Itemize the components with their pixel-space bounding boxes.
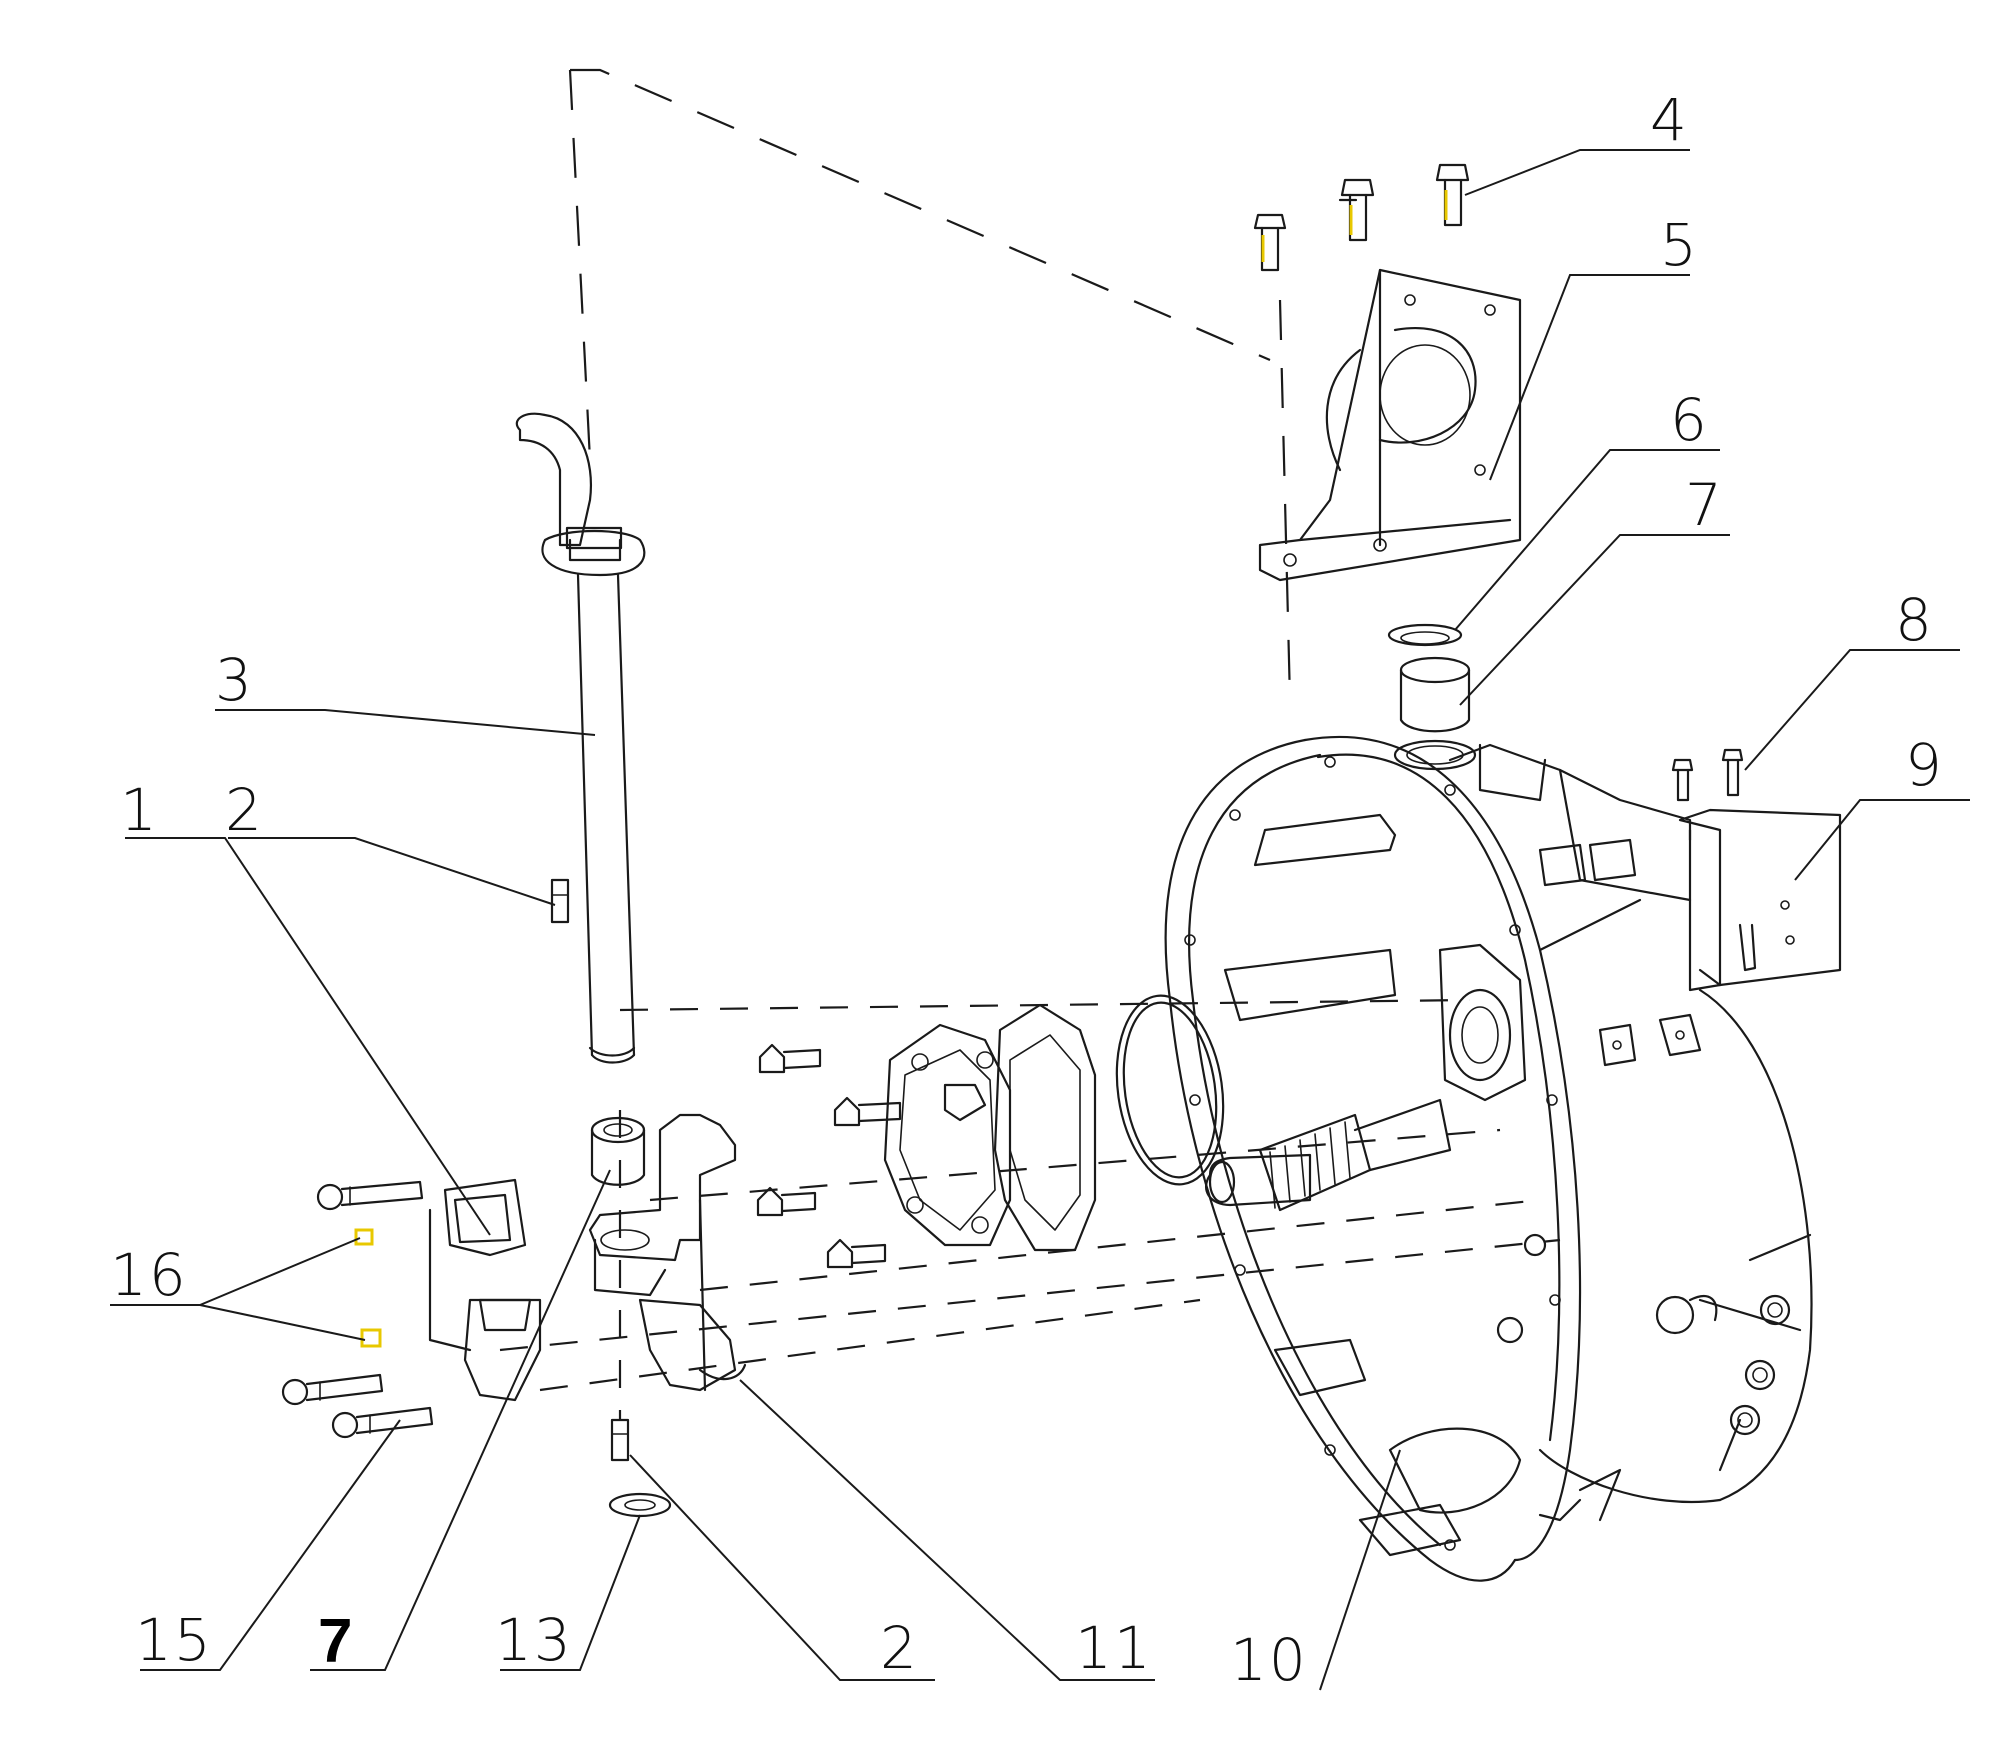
leader-4 bbox=[1464, 149, 1690, 196]
leader-1 bbox=[125, 837, 491, 1236]
leader-2a bbox=[228, 837, 556, 906]
o-ring bbox=[1115, 994, 1225, 1186]
bolt-cover-b bbox=[833, 1096, 902, 1127]
shift-shaft-part-3 bbox=[515, 412, 646, 1064]
callout-labels: 1 2 3 4 5 6 7 8 9 16 15 7 13 2 11 10 bbox=[110, 86, 1944, 1694]
callout-1: 1 bbox=[120, 776, 159, 844]
callout-11: 11 bbox=[1075, 1614, 1153, 1682]
leader-2b bbox=[629, 1454, 935, 1681]
callout-6: 6 bbox=[1670, 386, 1709, 454]
leader-10 bbox=[1319, 1449, 1401, 1691]
bolts-part-15 bbox=[281, 1180, 434, 1439]
bolt-cover-d bbox=[826, 1238, 887, 1269]
bracket-part-5 bbox=[1258, 268, 1522, 582]
callout-13: 13 bbox=[495, 1606, 573, 1674]
callout-8: 8 bbox=[1895, 586, 1934, 654]
callout-7-lower: 7 bbox=[318, 1607, 352, 1676]
leader-9 bbox=[1794, 799, 1970, 881]
bolt-4c bbox=[1435, 163, 1470, 227]
cover-plate bbox=[883, 1023, 1012, 1247]
leader-3 bbox=[215, 709, 596, 736]
bolts-part-8 bbox=[1671, 748, 1744, 802]
leader-7a bbox=[1459, 534, 1730, 706]
set-screws-part-16 bbox=[354, 1228, 382, 1348]
callout-16: 16 bbox=[110, 1241, 188, 1309]
bracket-part-9 bbox=[1678, 808, 1842, 992]
bolt-4b bbox=[1338, 178, 1375, 242]
alignment-dashes bbox=[499, 68, 1561, 1420]
callout-9: 9 bbox=[1905, 731, 1944, 799]
leader-11 bbox=[739, 1379, 1155, 1681]
pin-part-2-lower bbox=[610, 1418, 630, 1462]
gasket bbox=[993, 1003, 1097, 1252]
callout-2-lower: 2 bbox=[880, 1614, 919, 1682]
callout-3: 3 bbox=[215, 646, 254, 714]
callout-15: 15 bbox=[135, 1606, 213, 1674]
bushing-part-7-top bbox=[1399, 656, 1471, 733]
bolts-cover bbox=[756, 1043, 902, 1269]
leader-8 bbox=[1744, 649, 1960, 771]
seal-ring-part-6 bbox=[1387, 623, 1463, 647]
leader-7b bbox=[310, 1169, 611, 1671]
transmission-housing-part-10 bbox=[1164, 735, 1813, 1582]
washer-part-13 bbox=[608, 1492, 672, 1518]
bolt-8a bbox=[1671, 758, 1694, 802]
callout-4: 4 bbox=[1650, 86, 1689, 154]
bolt-cover-c bbox=[756, 1186, 817, 1217]
leader-13 bbox=[500, 1514, 641, 1671]
leader-16b bbox=[199, 1304, 366, 1341]
leader-lines bbox=[110, 149, 1970, 1691]
bolt-15c bbox=[331, 1406, 434, 1439]
leader-15 bbox=[140, 1419, 401, 1671]
callout-10: 10 bbox=[1230, 1626, 1308, 1694]
leader-6 bbox=[1454, 449, 1720, 631]
callout-7-upper: 7 bbox=[1685, 471, 1724, 539]
shift-lever-part-11 bbox=[588, 1113, 747, 1392]
callout-2-upper: 2 bbox=[225, 776, 264, 844]
pin-part-2-upper bbox=[550, 878, 570, 924]
bolt-15a bbox=[316, 1180, 424, 1211]
bolt-cover-a bbox=[758, 1043, 822, 1074]
bolt-15b bbox=[281, 1373, 384, 1406]
callout-5: 5 bbox=[1660, 211, 1699, 279]
leader-5 bbox=[1489, 274, 1690, 481]
bolt-4a bbox=[1253, 213, 1287, 272]
bushing-part-7-lower bbox=[590, 1116, 646, 1186]
bolts-part-4 bbox=[1253, 163, 1470, 272]
shift-fork-part-1 bbox=[428, 1178, 542, 1402]
bolt-8b bbox=[1721, 748, 1744, 797]
